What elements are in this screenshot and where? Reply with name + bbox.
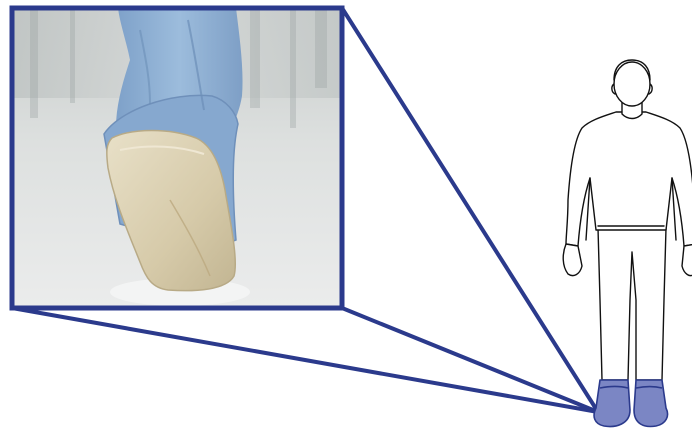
connector-line-bottom-left [12,308,598,412]
human-body-outline [563,60,692,380]
connector-line-bottom-right [342,308,598,412]
figure-right-hand [682,244,692,276]
figure-left-hand [563,244,582,276]
figure-head [614,62,650,106]
figure-legs [598,228,666,380]
feet-covers [594,380,667,426]
connector-line-top [342,8,598,412]
boot-cover-closeup-photo [12,8,342,308]
